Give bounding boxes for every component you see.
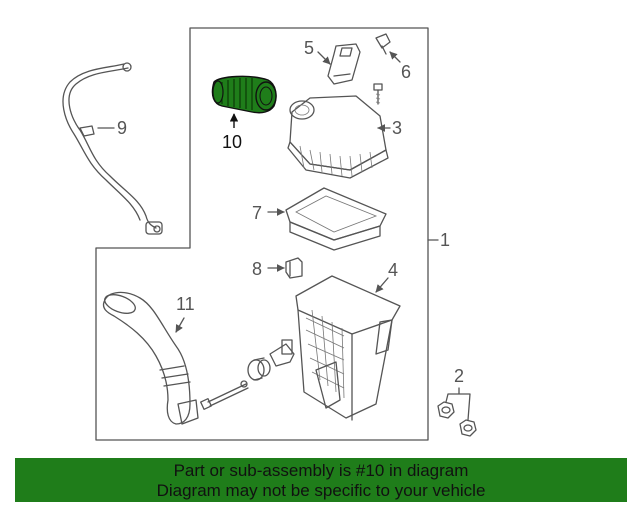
part-bolt-long — [200, 380, 249, 410]
info-banner: Part or sub-assembly is #10 in diagram D… — [15, 458, 627, 502]
part-11-inlet-tube — [102, 291, 199, 425]
callout-7: 7 — [252, 203, 262, 223]
part-8-clip — [285, 257, 303, 279]
banner-line-1: Part or sub-assembly is #10 in diagram — [173, 461, 469, 480]
part-9-hose — [62, 62, 163, 235]
callout-8: 8 — [252, 259, 262, 279]
parts-diagram: 9 5 6 10 3 — [62, 27, 477, 441]
callout-1: 1 — [440, 230, 450, 250]
callout-10: 10 — [222, 132, 242, 152]
banner-line-2: Diagram may not be specific to your vehi… — [156, 481, 486, 500]
part-3-cover — [287, 95, 389, 179]
callout-3: 3 — [392, 118, 402, 138]
part-bolt — [373, 83, 383, 105]
callout-6: 6 — [401, 62, 411, 82]
callout-4: 4 — [388, 260, 398, 280]
callout-2: 2 — [454, 366, 464, 386]
part-7-filter — [285, 187, 387, 251]
part-connector — [269, 339, 295, 367]
part-2-nut-a — [437, 401, 455, 419]
part-5-sensor — [327, 43, 361, 85]
callout-11: 11 — [176, 294, 195, 314]
part-2-nut-b — [459, 419, 477, 437]
part-grommet — [247, 357, 271, 381]
part-10-air-duct — [211, 75, 277, 114]
callout-5: 5 — [304, 38, 314, 58]
callout-9: 9 — [117, 118, 127, 138]
part-6-screw — [375, 33, 391, 55]
part-4-housing — [295, 275, 401, 421]
assembly-boundary — [95, 27, 429, 441]
